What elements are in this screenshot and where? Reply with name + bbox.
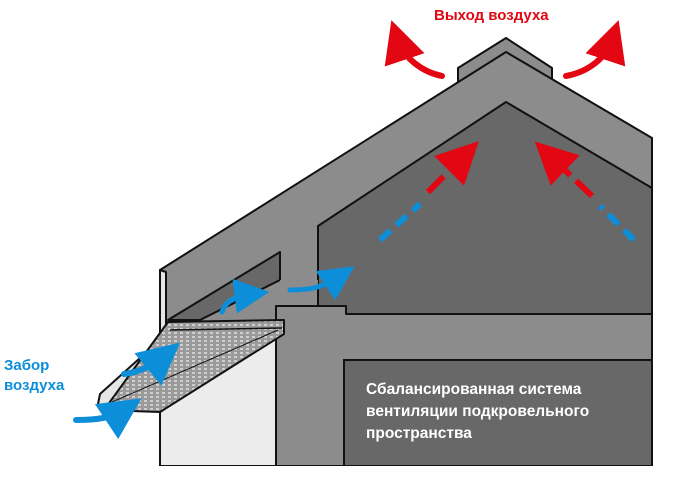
eave-arrow-2: [287, 266, 355, 301]
air-outlet-label: Выход воздуха: [434, 7, 549, 24]
intake-arrow-lower: [73, 398, 142, 440]
system-caption: Сбалансированная система вентиляции подк…: [366, 379, 636, 445]
eave-slot: [280, 280, 318, 286]
air-intake-label: Забор воздуха: [4, 356, 64, 396]
eave-arrow-1: [219, 278, 270, 315]
airflow-dashes-right: [597, 203, 637, 243]
airflow-arrow-left: [425, 141, 479, 195]
air-outlet-arrow-right: [563, 20, 626, 79]
caption-line3: пространства: [366, 425, 472, 442]
air-intake-label-line1: Забор: [4, 357, 50, 374]
caption-line2: вентиляции подкровельного: [366, 403, 590, 420]
airflow-dashes-left: [377, 201, 423, 243]
air-intake-label-line2: воздуха: [4, 377, 65, 394]
intake-arrow-upper: [121, 342, 181, 386]
caption-line1: Сбалансированная система: [366, 381, 582, 398]
airflow-arrow-right: [534, 141, 595, 199]
air-outlet-arrow-left: [384, 20, 445, 79]
